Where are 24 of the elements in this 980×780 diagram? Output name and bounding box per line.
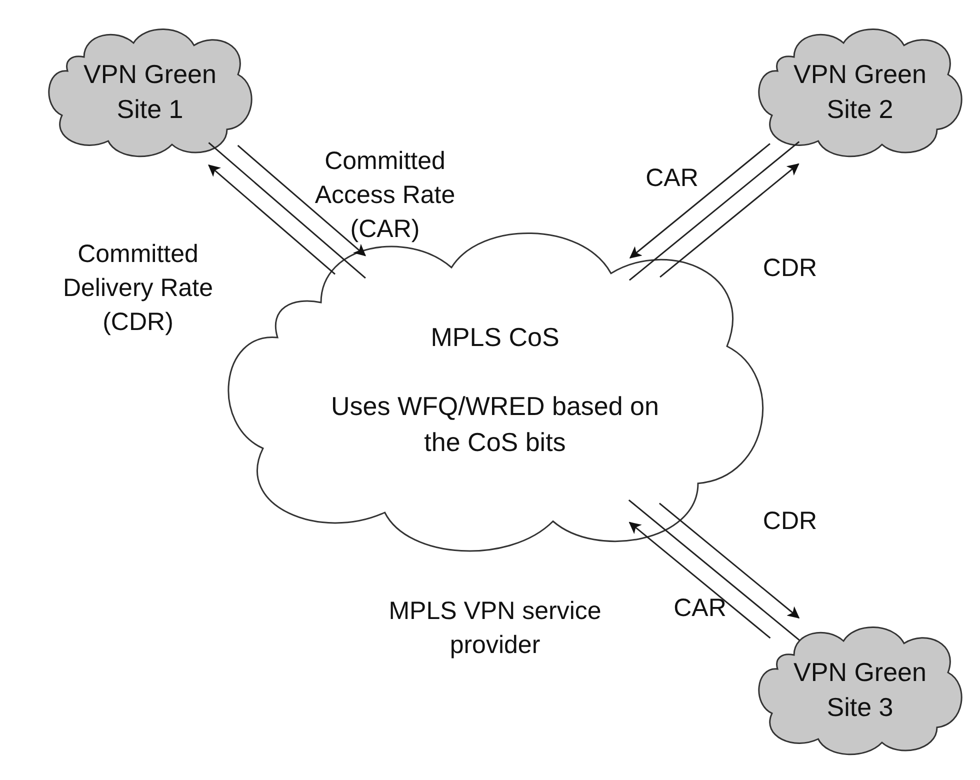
caption-text: MPLS VPN service provider — [388, 596, 602, 661]
edge-label: Committed Access Rate (CAR) — [314, 146, 456, 244]
node-label: MPLS CoS — [430, 321, 560, 354]
edge-label: CDR — [762, 253, 818, 284]
arrow — [658, 502, 800, 619]
node-label: VPN Green Site 2 — [792, 58, 928, 126]
node-label: VPN Green Site 1 — [82, 58, 218, 126]
edge-label: CDR — [762, 506, 818, 537]
arrow — [629, 143, 770, 258]
node-label: VPN Green Site 3 — [792, 656, 928, 724]
edge-label: CAR — [674, 593, 726, 624]
node-label: Uses WFQ/WRED based on the CoS bits — [330, 390, 660, 459]
cloud-shape — [758, 626, 962, 756]
arrow — [208, 164, 336, 275]
cloud-shape — [758, 28, 962, 158]
edge-label: CAR — [646, 163, 698, 194]
link-line — [208, 142, 366, 279]
arrow — [237, 144, 366, 256]
link-line — [628, 141, 800, 281]
arrow — [660, 163, 800, 278]
cloud-shape — [48, 28, 252, 158]
link-line — [628, 499, 800, 641]
arrow — [628, 522, 771, 639]
edge-label: Committed Delivery Rate (CDR) — [62, 239, 214, 338]
